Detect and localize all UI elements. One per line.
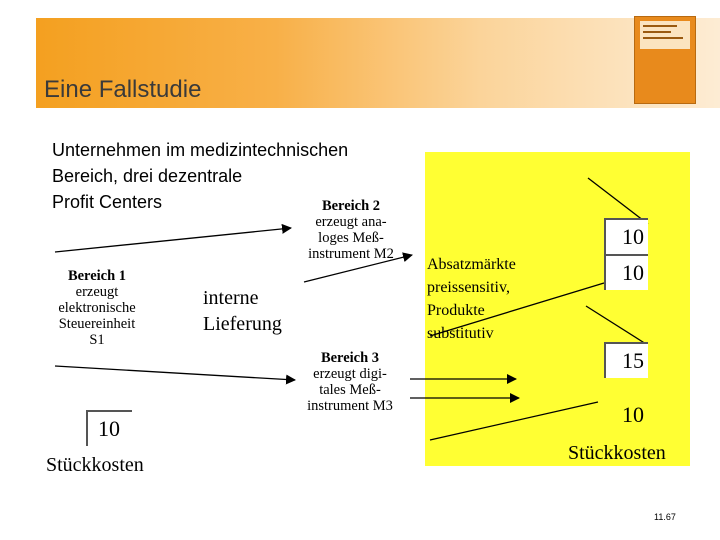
book-cover-line — [643, 37, 683, 39]
header-bar — [36, 18, 720, 108]
arrow-unit2-to-market — [303, 252, 413, 283]
m2-value-top: 10 — [604, 218, 648, 254]
market-line: substitutiv — [427, 325, 494, 342]
market-line: Absatzmärkte — [427, 256, 516, 273]
unit-1-line: S1 — [89, 332, 105, 348]
market-description: Absatzmärkte preissensitiv, Produkte sub… — [427, 253, 516, 345]
intro-line: Bereich, drei dezentrale — [52, 166, 243, 186]
intro-line: Unternehmen im medizintechnischen — [52, 140, 349, 160]
unit-1-cost-value: 10 — [86, 410, 132, 446]
unit-2-box: Bereich 2 erzeugt ana- loges Meß- instru… — [288, 198, 414, 262]
unit-3-title: Bereich 3 — [320, 350, 380, 366]
unit-1-box: Bereich 1 erzeugt elektronische Steuerei… — [52, 268, 142, 348]
internal-delivery-line: Lieferung — [203, 313, 282, 335]
book-cover-line — [643, 25, 677, 27]
unit-2-line: loges Meß- — [318, 230, 384, 246]
unit-3-line: tales Meß- — [319, 382, 381, 398]
market-link-line — [429, 282, 605, 337]
unit-2-line: instrument M2 — [308, 246, 394, 262]
unit-cost-label-right: Stückkosten — [568, 442, 666, 464]
arrow-unit1-to-unit3 — [54, 365, 296, 385]
intro-line: Profit Centers — [52, 192, 163, 212]
market-link-line — [585, 305, 647, 345]
unit-3-line: instrument M3 — [307, 398, 393, 414]
unit-3-box: Bereich 3 erzeugt digi- tales Meß- instr… — [300, 350, 400, 414]
slide-title: Eine Fallstudie — [44, 76, 202, 103]
m2-value-bottom: 10 — [604, 254, 648, 290]
market-line: Produkte — [427, 302, 485, 319]
internal-delivery-label: interne Lieferung — [203, 285, 282, 337]
m3-value-bottom: 10 — [604, 398, 648, 434]
unit-2-title: Bereich 2 — [321, 198, 381, 214]
unit-1-title: Bereich 1 — [67, 268, 127, 284]
intro-text: Unternehmen im medizintechnischen Bereic… — [52, 137, 348, 215]
book-cover-image — [634, 16, 696, 104]
market-link-line — [587, 177, 649, 225]
unit-2-line: erzeugt ana- — [315, 214, 387, 230]
market-line: preissensitiv, — [427, 279, 510, 296]
unit-1-line: erzeugt — [75, 284, 119, 300]
page-number: 11.67 — [654, 512, 676, 522]
market-link-line — [429, 401, 599, 441]
unit-cost-label-left: Stückkosten — [46, 454, 144, 476]
book-cover-line — [643, 31, 671, 33]
unit-1-line: elektronische — [58, 300, 136, 316]
unit-1-line: Steuereinheit — [58, 316, 136, 332]
internal-delivery-line: interne — [203, 287, 259, 309]
unit-3-line: erzeugt digi- — [313, 366, 387, 382]
arrow-unit1-to-unit2 — [54, 223, 292, 253]
m3-value-top: 15 — [604, 342, 648, 378]
